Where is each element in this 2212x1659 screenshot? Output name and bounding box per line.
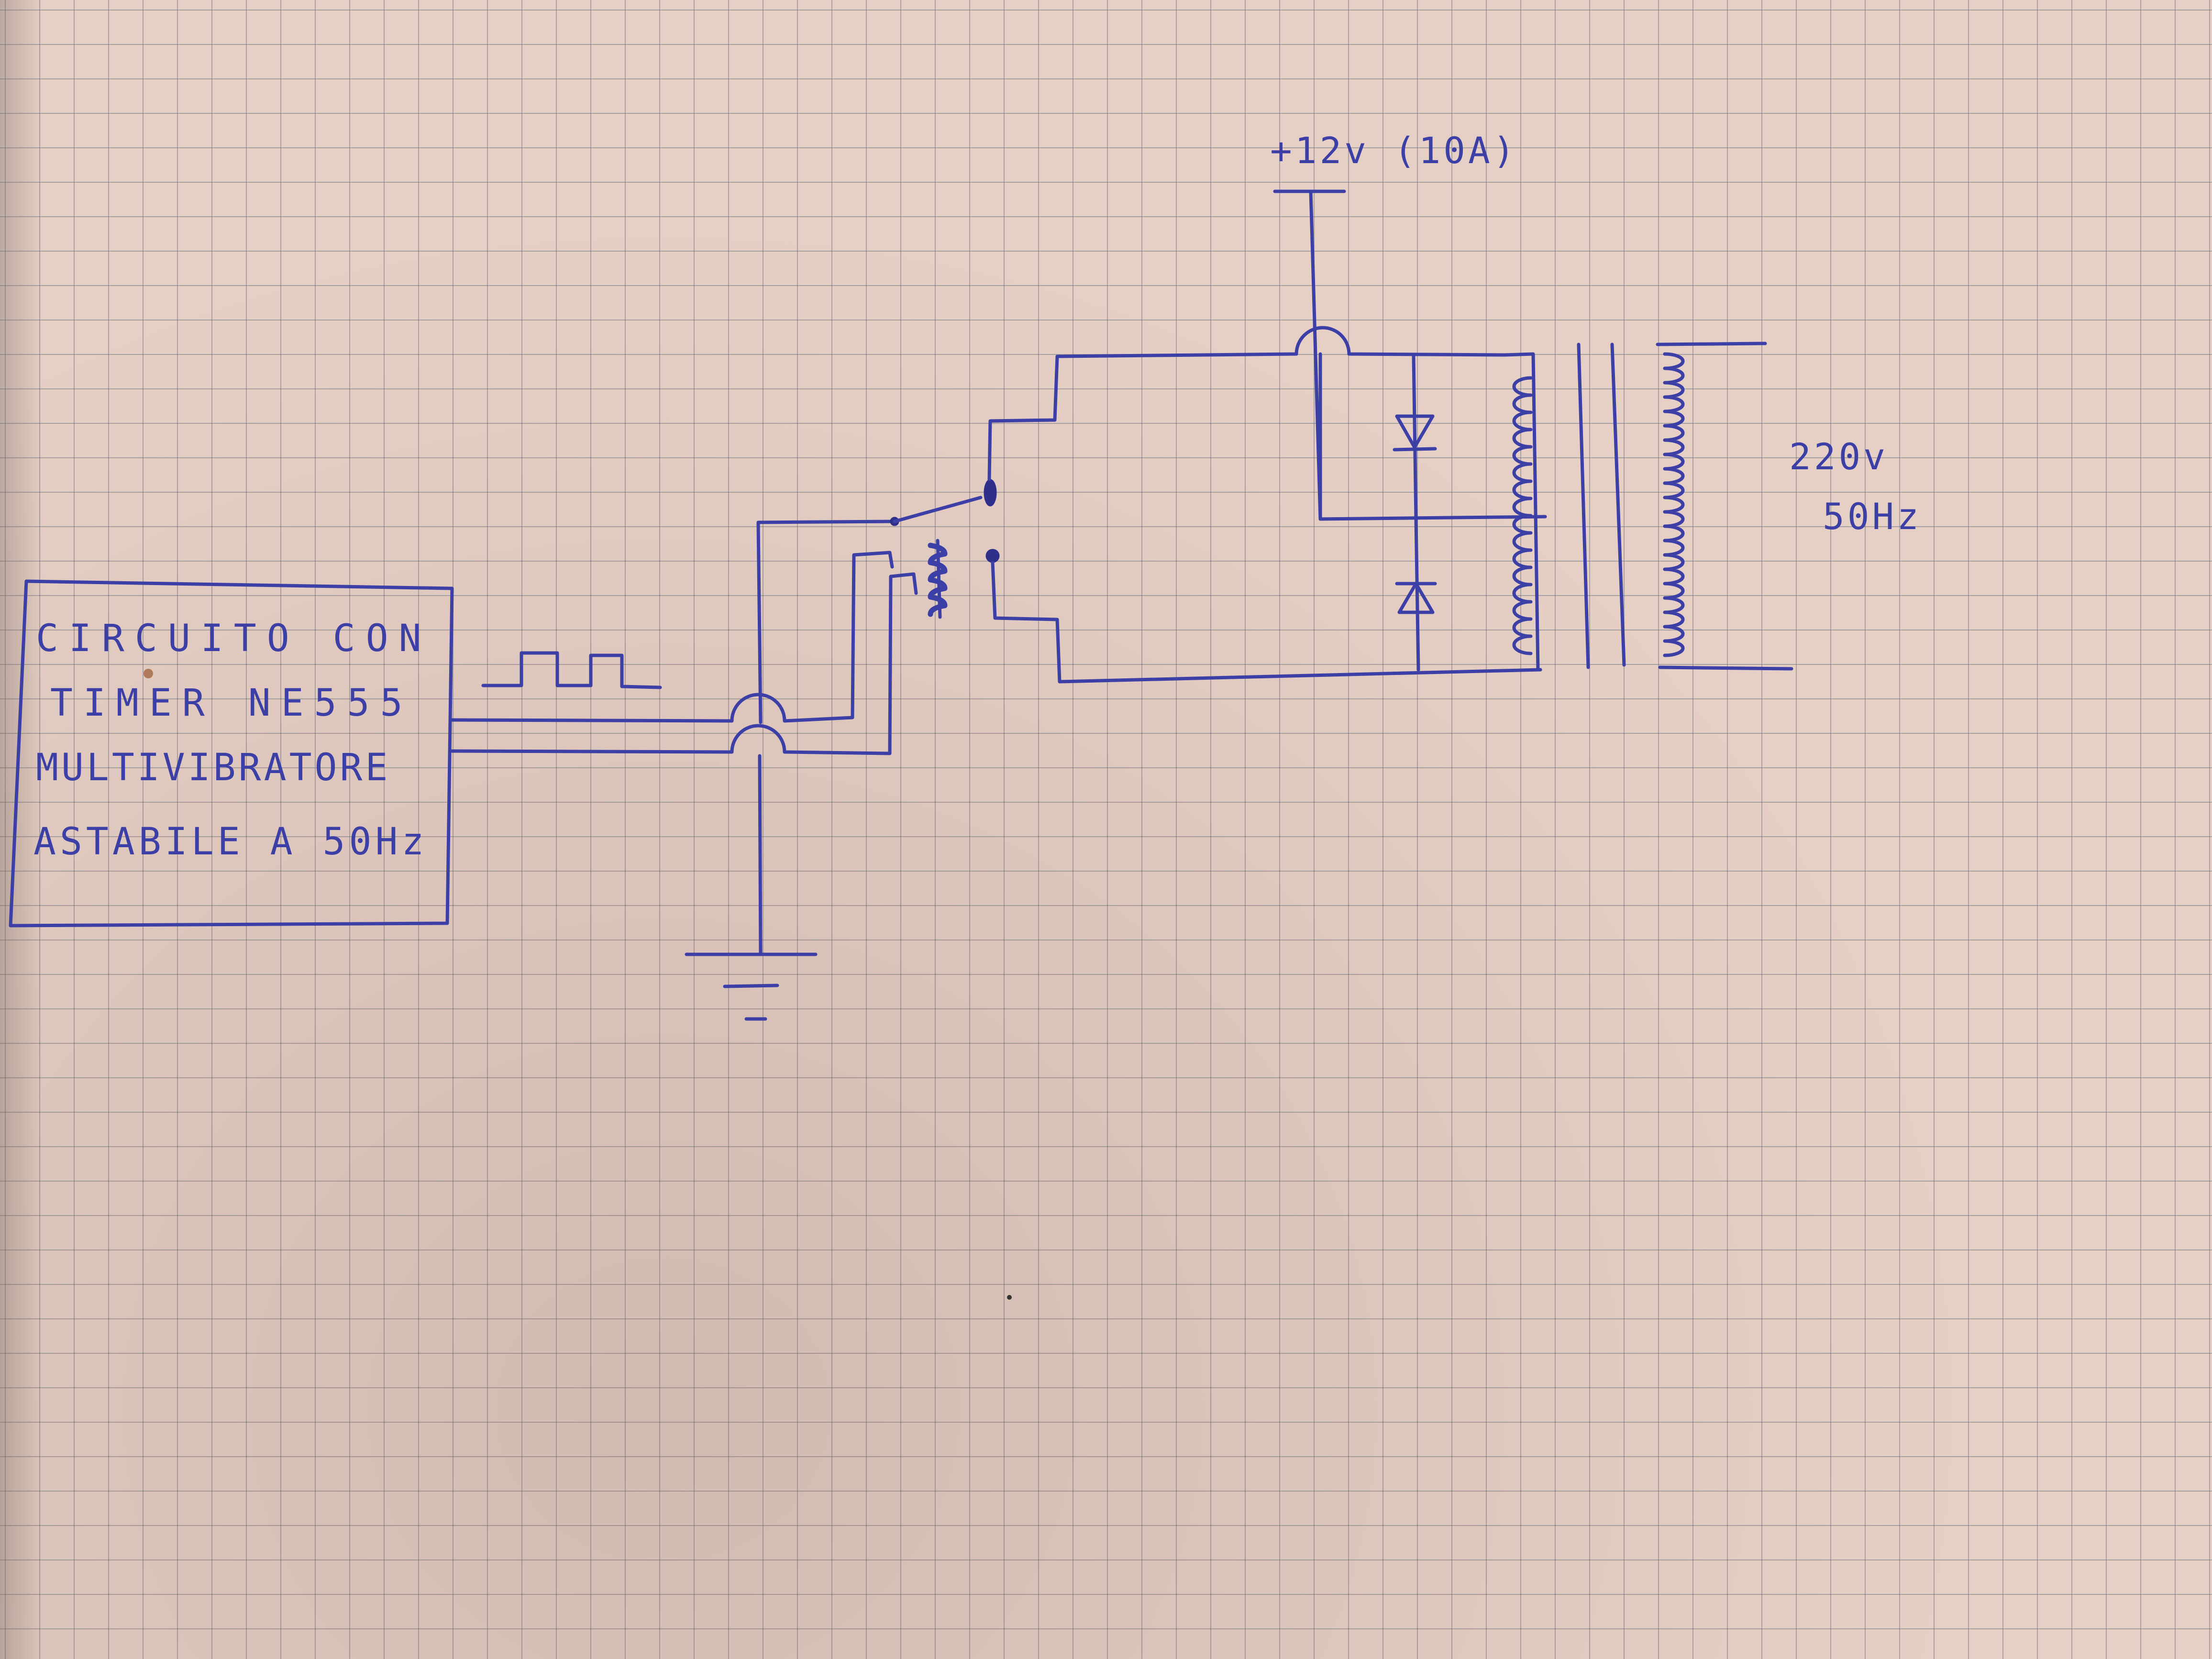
oscillator-line-3: MULTIVIBRATORE	[36, 746, 391, 789]
oscillator-block-outline	[9, 579, 454, 928]
ink-speck	[144, 669, 153, 678]
output-frequency-label: 50Hz	[1823, 495, 1922, 538]
ground-symbol	[685, 952, 818, 1021]
oscillator-output-wire-1	[450, 551, 894, 723]
oscillator-line-4: ASTABILE A 50Hz	[33, 820, 428, 863]
oscillator-line-2: TIMER NE555	[50, 682, 413, 725]
supply-voltage-label: +12v (10A)	[1270, 129, 1518, 172]
transformer-primary-winding	[1503, 352, 1542, 672]
supply-rail	[1273, 189, 1547, 521]
oscillator-output-wire-2	[450, 572, 918, 755]
diode-lower	[1395, 517, 1437, 672]
transformer-secondary-winding	[1656, 342, 1793, 671]
relay-switch-contacts	[893, 326, 1542, 684]
ground-wire	[756, 520, 896, 724]
output-voltage-label: 220v	[1789, 435, 1889, 478]
diode-upper	[1393, 354, 1437, 521]
square-wave-symbol	[481, 651, 662, 689]
relay-coil	[928, 539, 948, 619]
ink-speck	[1007, 1295, 1012, 1300]
transformer-core	[1577, 343, 1626, 669]
oscillator-line-1: CIRCUITO CON	[36, 617, 432, 660]
ground-wire-lower	[758, 754, 763, 956]
